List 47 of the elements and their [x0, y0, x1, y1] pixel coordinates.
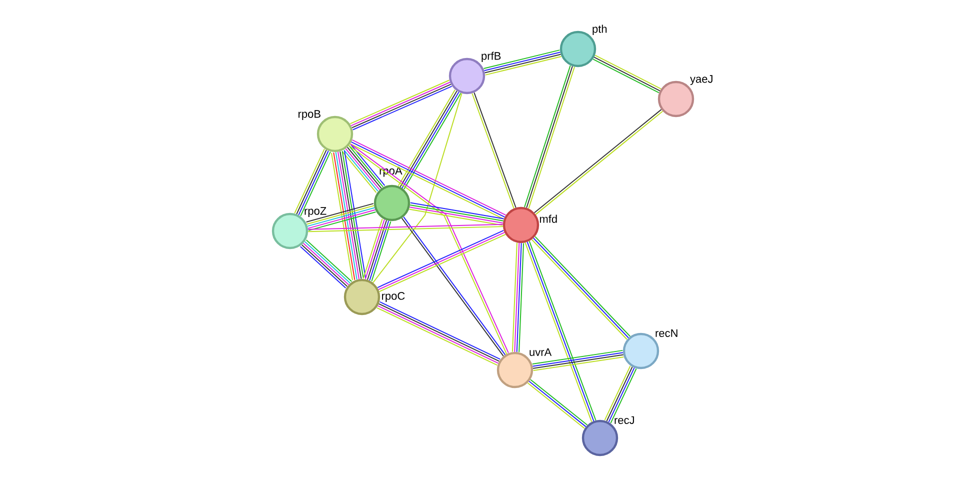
interaction-line [524, 240, 596, 422]
node-label: rpoZ [304, 207, 326, 217]
node-label: recN [656, 329, 678, 337]
interaction-line [300, 239, 352, 288]
interaction-line [306, 203, 376, 231]
interaction-line [308, 224, 504, 232]
interaction-line [348, 144, 509, 355]
interaction-line [350, 80, 452, 130]
interaction-line [408, 202, 504, 226]
interaction-line [532, 350, 624, 372]
protein-node: pth [560, 24, 607, 68]
interaction-line [534, 109, 664, 215]
node-label: yaeJ [690, 75, 712, 85]
protein-node: rpoC [344, 278, 405, 316]
protein-node: rpoB [298, 110, 354, 152]
node-label: rpoB [298, 110, 320, 120]
interaction-line [531, 236, 631, 340]
protein-node: recJ [582, 416, 634, 456]
protein-node: yaeJ [658, 75, 712, 118]
protein-node: prfB [448, 52, 501, 94]
interaction-line [483, 50, 562, 76]
node-label: pth [592, 24, 607, 35]
interaction-line [294, 148, 331, 216]
node-label: prfB [482, 52, 501, 62]
protein-node: recN [622, 329, 678, 370]
interaction-line [524, 65, 576, 209]
interaction-line [376, 301, 501, 366]
interaction-line [604, 365, 637, 424]
interaction-line [350, 139, 506, 220]
interaction-line [342, 144, 386, 194]
node-label: mfd [540, 214, 557, 223]
node-label: rpoC [382, 292, 405, 302]
interaction-line [330, 150, 366, 281]
interaction-line [472, 92, 516, 209]
interaction-line [401, 216, 506, 357]
interaction-line [372, 92, 462, 284]
interaction-line [592, 54, 662, 94]
interaction-line [527, 379, 588, 429]
protein-node: uvrA [496, 348, 552, 388]
protein-node: rpoZ [272, 207, 326, 250]
node-label: uvrA [530, 348, 552, 356]
protein-node: mfd [502, 206, 557, 244]
interaction-line [398, 89, 462, 190]
node-label: recJ [614, 416, 634, 424]
interaction-line [377, 230, 506, 292]
interaction-line [362, 218, 392, 282]
interaction-line [512, 242, 524, 353]
